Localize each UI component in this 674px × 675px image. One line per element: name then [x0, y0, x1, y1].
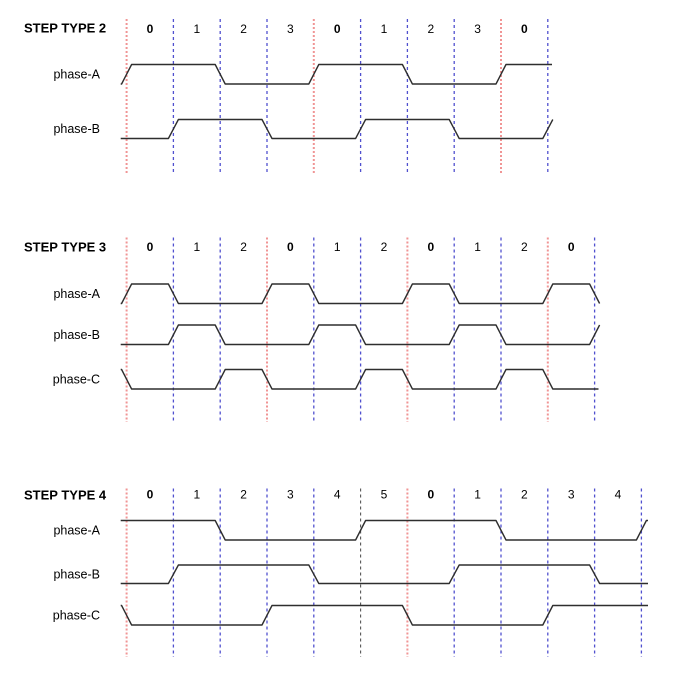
- step-label: 0: [147, 240, 154, 254]
- step-label: 3: [287, 488, 294, 502]
- step-label: 1: [474, 240, 481, 254]
- step-label: 3: [474, 22, 481, 36]
- waveform-phase-B: [120, 118, 554, 140]
- phase-label: phase-C: [53, 372, 100, 386]
- step-label: 0: [427, 488, 434, 502]
- step-label: 4: [615, 488, 622, 502]
- phase-label: phase-A: [53, 523, 100, 537]
- step-label: 1: [381, 22, 388, 36]
- section-title: STEP TYPE 4: [24, 488, 107, 503]
- step-label: 1: [193, 240, 200, 254]
- section-title: STEP TYPE 2: [24, 21, 106, 36]
- section-title: STEP TYPE 3: [24, 240, 106, 255]
- waveform-phase-C: [120, 368, 599, 390]
- step-label: 1: [334, 240, 341, 254]
- step-label: 1: [474, 488, 481, 502]
- step-label: 2: [381, 240, 388, 254]
- waveform-phase-A: [120, 283, 601, 305]
- waveform-phase-B: [120, 324, 601, 346]
- step-label: 0: [427, 240, 434, 254]
- step-label: 4: [334, 488, 341, 502]
- step-label: 0: [334, 22, 341, 36]
- step-label: 3: [568, 488, 575, 502]
- waveform-phase-C: [120, 604, 648, 626]
- step-label: 0: [147, 488, 154, 502]
- step-label: 2: [240, 22, 247, 36]
- step-label: 2: [427, 22, 434, 36]
- step-label: 2: [521, 240, 528, 254]
- step-label: 2: [240, 488, 247, 502]
- phase-label: phase-C: [53, 608, 100, 622]
- waveform-phase-A: [120, 519, 648, 541]
- step-label: 0: [521, 22, 528, 36]
- step-label: 1: [193, 22, 200, 36]
- waveform-phase-B: [120, 564, 648, 585]
- step-label: 3: [287, 22, 294, 36]
- phase-label: phase-A: [53, 287, 100, 301]
- step-label: 0: [568, 240, 575, 254]
- waveform-phase-A: [120, 63, 552, 85]
- phase-label: phase-B: [53, 122, 100, 136]
- phase-label: phase-B: [53, 567, 100, 581]
- step-label: 2: [240, 240, 247, 254]
- step-label: 0: [287, 240, 294, 254]
- step-label: 1: [193, 488, 200, 502]
- phase-label: phase-A: [53, 67, 100, 81]
- step-label: 5: [381, 488, 388, 502]
- phase-label: phase-B: [53, 328, 100, 342]
- step-label: 2: [521, 488, 528, 502]
- step-label: 0: [147, 22, 154, 36]
